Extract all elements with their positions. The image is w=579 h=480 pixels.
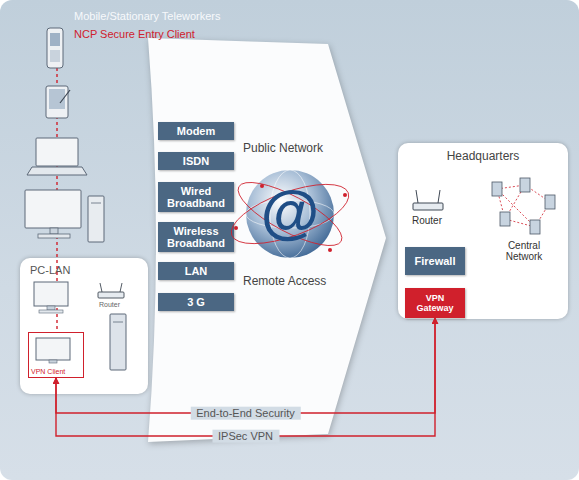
ipsec-vpn-arrow <box>56 318 435 436</box>
node-text: ISDN <box>158 152 234 170</box>
router-antenna <box>438 190 440 203</box>
node-text: 3 G <box>158 293 234 311</box>
hq-router-icon <box>413 190 443 210</box>
server-icon <box>530 220 540 234</box>
pc-monitor <box>36 338 70 360</box>
network-links <box>497 185 550 227</box>
globe-sphere <box>246 170 334 258</box>
node-text: Modem <box>158 122 234 140</box>
headquarters-box: HeadquartersFirewallVPN Gateway <box>398 143 568 319</box>
pc-foot <box>39 310 63 313</box>
node-text: Firewall <box>405 247 465 275</box>
router-antenna <box>416 190 418 203</box>
node-text: Headquarters <box>398 150 568 164</box>
product-name: NCP Secure Entry Client <box>74 28 195 41</box>
desktop-icon <box>25 190 104 242</box>
desktop-tower <box>88 196 104 242</box>
pda-body <box>46 86 68 118</box>
central-network-icon <box>492 178 555 234</box>
access-type-box: ISDN <box>158 152 234 170</box>
pda-stylus <box>60 90 70 103</box>
router-antenna <box>120 283 122 292</box>
node-text: PC-LAN <box>30 264 70 277</box>
access-type-box: Wired Broadband <box>158 182 234 212</box>
security-arrow <box>56 318 435 413</box>
phone-screen <box>50 33 60 46</box>
globe-orbit <box>224 172 356 256</box>
globe-orbit <box>230 171 349 257</box>
lan-pc-icon <box>34 282 68 313</box>
router-body <box>413 203 443 210</box>
access-type-box: LAN <box>158 262 234 280</box>
node-text: Wireless Broadband <box>158 222 234 252</box>
node-text: Remote Access <box>243 275 353 289</box>
client-dashed-line <box>56 50 57 333</box>
server-icon <box>500 212 510 226</box>
network-link <box>497 189 535 227</box>
access-type-box: Modem <box>158 122 234 140</box>
phone-body <box>47 28 63 68</box>
node-text: Wired Broadband <box>158 182 234 212</box>
node-text: LAN <box>158 262 234 280</box>
globe-icon <box>224 170 356 258</box>
globe-parallel <box>246 200 334 228</box>
vpn-gateway-box: VPN Gateway <box>405 288 465 318</box>
access-type-box: Wireless Broadband <box>158 222 234 252</box>
laptop-base <box>27 167 87 175</box>
phone-keypad <box>50 50 60 62</box>
pc-monitor <box>34 282 68 306</box>
audience-heading: Mobile/Stationary Teleworkers <box>74 10 221 23</box>
node-text: VPN Client <box>31 368 65 376</box>
network-link <box>505 185 525 219</box>
pc-stand <box>49 360 57 363</box>
server-icon <box>492 182 502 196</box>
desktop-monitor <box>25 190 81 228</box>
orbit-dot <box>234 226 238 230</box>
vpn-client-pc-icon <box>36 338 70 363</box>
phone-icon <box>47 28 63 68</box>
laptop-screen <box>36 138 78 166</box>
pc-stand <box>47 306 55 310</box>
server-icon <box>520 178 530 192</box>
server-icon <box>545 195 555 209</box>
vpn-client-box: VPN Client <box>28 332 84 378</box>
pda-screen <box>49 89 65 109</box>
pda-icon <box>46 86 70 118</box>
laptop-icon <box>27 138 87 175</box>
node-text: VPN Gateway <box>405 288 465 318</box>
lan-router-icon <box>98 283 124 298</box>
desktop-foot <box>38 234 70 238</box>
router-body <box>98 292 124 298</box>
desktop-stand <box>50 228 58 234</box>
tower-slot <box>91 203 101 204</box>
lan-group-box: PC-LAN VPN Client <box>20 258 148 394</box>
tower-slot <box>113 322 123 323</box>
firewall-box: Firewall <box>405 247 465 275</box>
orbit-dot <box>343 193 347 197</box>
globe-meridian <box>270 170 310 258</box>
access-type-box: 3 G <box>158 293 234 311</box>
router-antenna <box>100 283 102 292</box>
orbit-dot <box>328 248 332 252</box>
server-tower <box>110 314 126 370</box>
orbit-dot <box>260 184 264 188</box>
arrow-shape <box>148 38 386 442</box>
node-text: Public Network <box>243 142 353 156</box>
